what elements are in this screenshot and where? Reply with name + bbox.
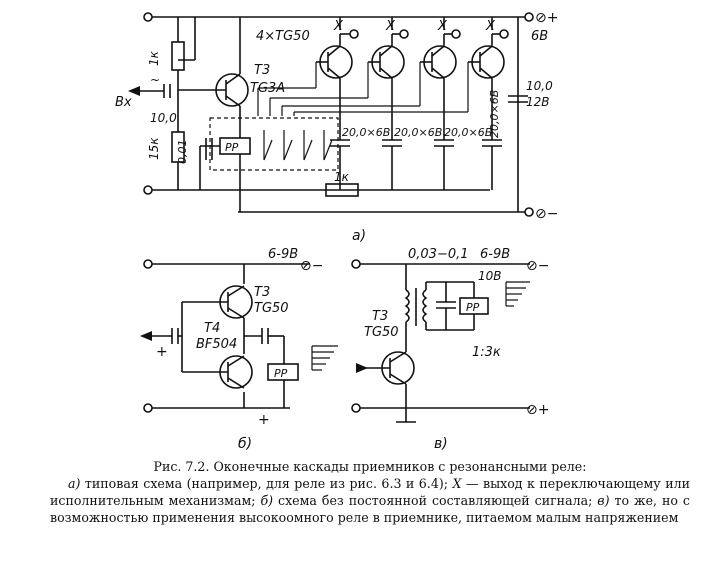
resistor-1k [171,41,185,71]
emitter-cap-label-3: 20,0×6В [444,126,492,139]
diagram-b-voltage: 6-9В [268,247,298,262]
diagram-v-ratio: 1:3к [472,345,501,360]
t3-label: Т3 [254,63,270,78]
caption-a-text: типовая схема (например, для реле из рис… [84,476,448,491]
input-cap-label: 10,0 [150,111,177,125]
supply-minus-terminal: ⊘− [535,206,558,222]
supply-cap-value: 10,0 [526,79,553,93]
caption-b-label: б) [260,493,274,508]
diagram-v-relay-label: РР [466,301,480,314]
diagram-b-minus-terminal: ⊘− [300,258,323,274]
output-transistor-2 [367,17,409,140]
diagram-b-t4-label: Т4 [204,321,220,336]
input-ac-sign: ~ [150,73,160,87]
caption-x-text: — выход к переключающему или исполнитель… [50,476,690,508]
emitter-cap-label-2: 20,0×6В [394,126,442,139]
terminal-top-right [524,12,534,22]
terminal-top-left [143,12,153,22]
output-transistor-4 [467,17,509,140]
supply-voltage-label: 6В [531,29,548,44]
resistor-top-label: 1к [147,50,161,66]
output-transistors-label: 4×ТG50 [256,29,310,44]
diagram-b-t4-type: ВF504 [196,337,237,352]
diagram-v-input-arrow-icon [356,363,368,373]
diagram-v: 0,03−0,1 6-9В ⊘− ⊘+ РР 10В 1:3к [351,247,549,452]
output-x-label-3: Х [437,19,448,34]
diagram-v-transformer-primary [404,289,410,323]
emitter-cap-label-1: 20,0×6В [342,126,390,139]
diagram-v-relay [459,297,489,315]
diagram-v-reed-comb-icon [505,281,530,307]
diagram-b-reed-comb-icon [311,345,338,371]
diagram-b-plus-sign: + [258,412,270,428]
reed-switches [263,130,333,161]
output-x-label-2: Х [385,19,396,34]
emitter-caps [330,139,502,190]
diagram-a: ⊘+ 6В ⊘− 1к 15к Вх ~ 10,0 [115,10,558,244]
diagram-a-sublabel: а) [352,228,366,244]
caption-v-label: в) [597,493,610,508]
diagram-b-relay-label: РР [274,367,288,380]
supply-plus-terminal: ⊘+ [535,10,558,26]
diagram-v-sublabel: в) [434,436,448,452]
diagram-b-sublabel: б) [238,436,252,452]
diagram-v-t3-type: ТG50 [364,325,399,340]
resistor-1k-bottom [325,183,359,197]
input-label: Вх [115,95,132,110]
diagram-v-relay-voltage: 10В [478,269,502,283]
relay-dashed-boundary [209,117,339,171]
output-transistor-1 [315,17,359,140]
emitter-cap-label-4: 20,0×6В [488,90,501,138]
diagram-v-t3-label: Т3 [372,309,388,324]
input-arrow-icon [128,86,140,96]
diagram-b-input-arrow-icon [140,331,152,341]
relay-label: РР [225,141,239,154]
circuit-schematics: ⊘+ 6В ⊘− 1к 15к Вх ~ 10,0 [115,10,558,452]
caption-a-label: а) [68,476,81,491]
bottom-resistor-label: 1к [334,170,350,184]
output-x-label-4: Х [485,19,496,34]
caption-v-text: то же, но с возможностью применения высо… [50,493,690,525]
diagram-v-cap-value: 0,03−0,1 [408,247,469,262]
caption-x-label: Х [452,476,462,491]
diagram-b-relay [267,363,299,381]
diagram-b-input-plus: + [156,344,168,360]
diagram-b-t3-type: ТG50 [254,301,289,316]
small-cap-label: 0,01 [176,140,189,165]
output-transistor-3 [419,17,461,140]
diagram-v-minus-terminal: ⊘− [526,258,549,274]
diagram-v-voltage: 6-9В [480,247,510,262]
caption-b-text: схема без постоянной составляющей сигнал… [278,493,593,508]
diagram-v-transformer-secondary [422,289,428,323]
supply-cap-voltage: 12В [526,95,550,109]
diagram-b: 6-9В ⊘− + Т3 ТG50 Т4 ВF504 + [140,247,338,452]
diagram-v-plus-terminal: ⊘+ [526,402,549,418]
output-x-label-1: Х [333,19,344,34]
diagram-b-t3-label: Т3 [254,285,270,300]
caption-title: Рис. 7.2. Оконечные каскады приемников с… [153,459,587,474]
resistor-bottom-label: 15к [147,137,161,160]
figure-caption: Рис. 7.2. Оконечные каскады приемников с… [50,458,690,526]
